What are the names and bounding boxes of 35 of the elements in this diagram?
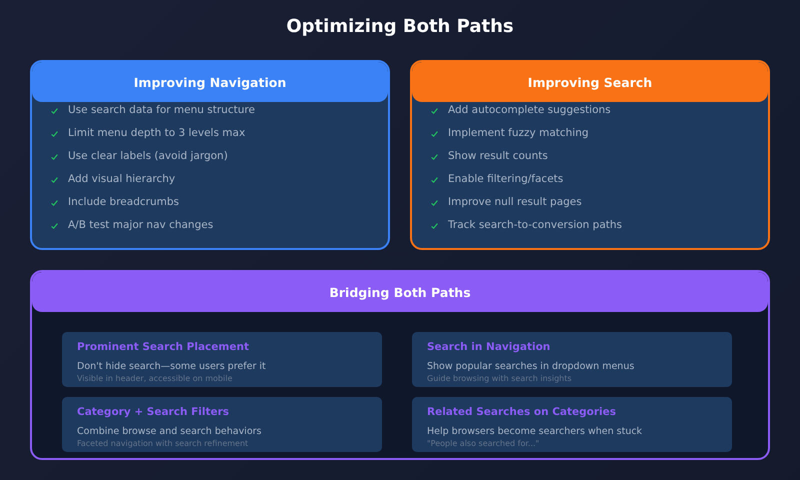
card-description: Combine browse and search behaviors — [77, 426, 262, 437]
tip-card — [412, 397, 732, 452]
card-title: Related Searches on Categories — [427, 406, 616, 418]
list-item: Limit menu depth to 3 levels max — [68, 127, 246, 139]
card-description: Help browsers become searchers when stuck — [427, 426, 642, 437]
card-title: Category + Search Filters — [77, 406, 230, 418]
panel — [30, 60, 390, 250]
list-item: Enable filtering/facets — [448, 173, 564, 185]
diagram-title: Optimizing Both Paths — [285, 16, 515, 37]
card-description: Show popular searches in dropdown menus — [427, 361, 634, 372]
card-title: Prominent Search Placement — [77, 341, 249, 353]
card-note: "People also searched for..." — [427, 439, 540, 448]
panel — [30, 270, 770, 460]
card-note: Faceted navigation with search refinement — [77, 439, 248, 448]
list-item: Add visual hierarchy — [68, 173, 176, 185]
panel-header: Bridging Both Paths — [32, 272, 768, 312]
list-item: Use clear labels (avoid jargon) — [68, 150, 228, 162]
list-item: A/B test major nav changes — [68, 219, 214, 231]
list-item: Use search data for menu structure — [68, 104, 255, 116]
card-note: Visible in header, accessible on mobile — [77, 374, 232, 383]
card-note: Guide browsing with search insights — [427, 374, 572, 383]
list-item: Improve null result pages — [448, 196, 582, 208]
list-item: Add autocomplete suggestions — [448, 104, 611, 116]
card-description: Don't hide search—some users prefer it — [77, 361, 266, 372]
tip-card — [412, 332, 732, 387]
panel-header: Improving Navigation — [32, 62, 388, 102]
list-item: Show result counts — [448, 150, 548, 162]
list-item: Implement fuzzy matching — [448, 127, 589, 139]
tip-card — [62, 332, 382, 387]
list-item: Include breadcrumbs — [68, 196, 179, 208]
list-item: Track search-to-conversion paths — [448, 219, 622, 231]
card-title: Search in Navigation — [427, 341, 550, 353]
tip-card — [62, 397, 382, 452]
panel-header: Improving Search — [412, 62, 768, 102]
panel — [410, 60, 770, 250]
